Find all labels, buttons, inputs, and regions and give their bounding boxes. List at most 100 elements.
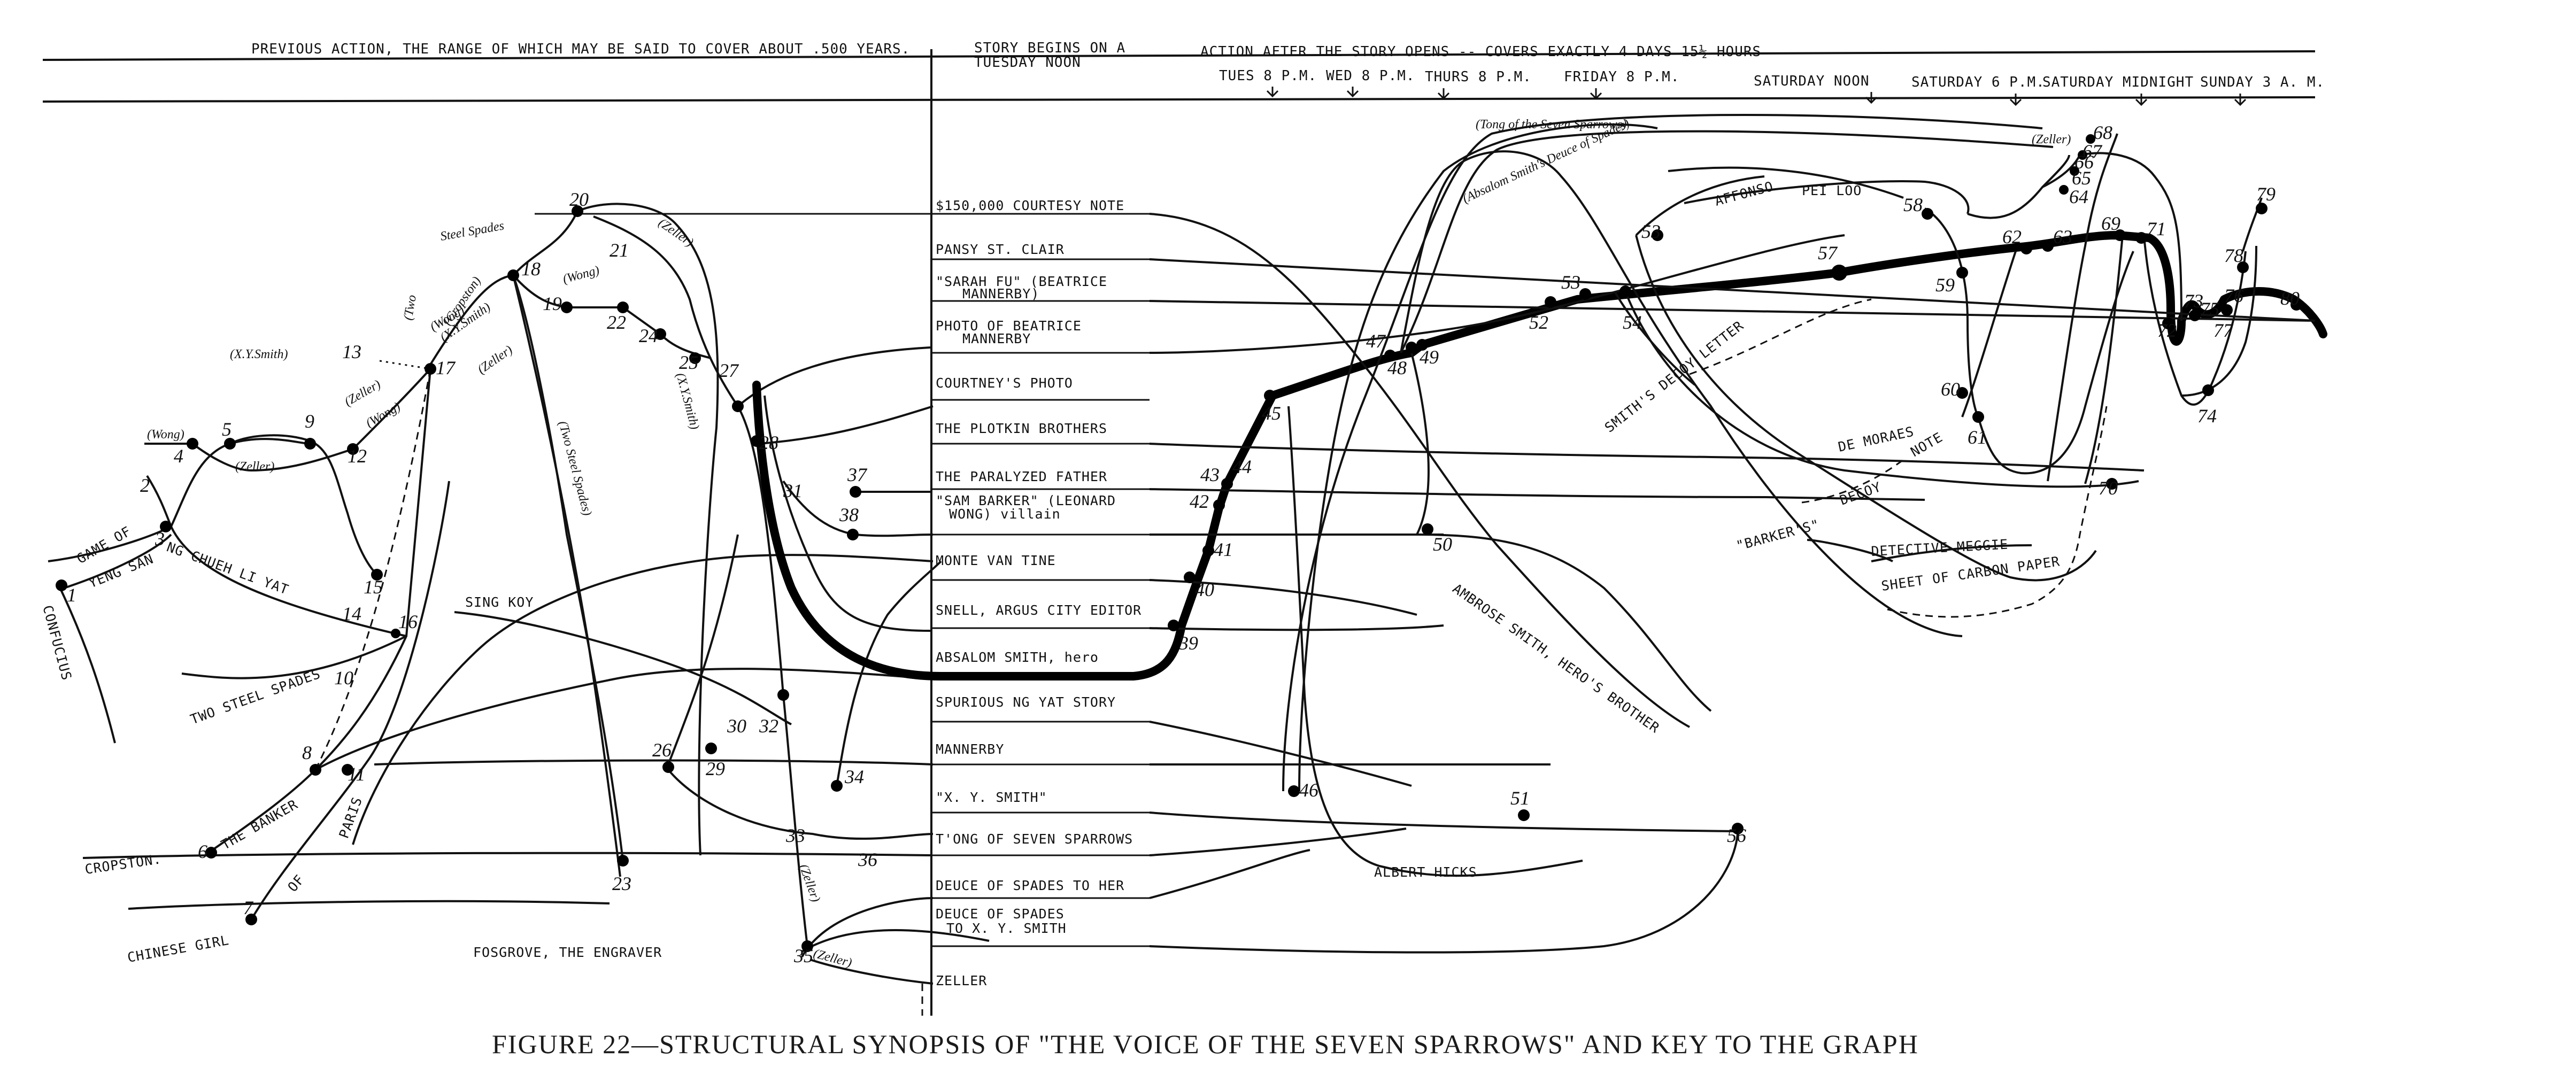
- svg-text:66: 66: [2074, 151, 2094, 173]
- svg-text:CROPSTON.: CROPSTON.: [84, 851, 163, 877]
- svg-text:40: 40: [1195, 579, 1214, 600]
- svg-text:PARIS: PARIS: [336, 795, 365, 840]
- key-monte: MONTE VAN TINE: [936, 553, 1056, 568]
- svg-text:53: 53: [1641, 221, 1661, 242]
- key-snell: SNELL, ARGUS CITY EDITOR: [936, 602, 1142, 618]
- svg-text:37: 37: [847, 464, 868, 485]
- svg-text:50: 50: [1433, 534, 1452, 555]
- svg-text:71: 71: [2147, 218, 2166, 239]
- svg-text:28: 28: [759, 432, 778, 453]
- svg-text:DE MORAES: DE MORAES: [1837, 423, 1915, 454]
- node-numbers: 1 2 3 4 5 6 7 8 9 10 11 12 13 14 15 16 1…: [67, 122, 2300, 967]
- svg-text:12: 12: [348, 445, 367, 467]
- svg-text:(Zeller): (Zeller): [475, 343, 515, 377]
- key-sam-barker: "SAM BARKER" (LEONARD: [936, 493, 1116, 508]
- svg-text:10: 10: [334, 667, 353, 689]
- svg-text:(Tong of the Seven Sparrows): (Tong of the Seven Sparrows): [1476, 118, 1626, 132]
- svg-text:76: 76: [2224, 285, 2243, 306]
- svg-text:(Zeller): (Zeller): [342, 377, 383, 409]
- svg-text:42: 42: [1190, 491, 1209, 512]
- timeline-markers: TUES 8 P.M. WED 8 P.M. THURS 8 P.M. FRID…: [1219, 68, 2325, 106]
- key-paralyzed-father: THE PARALYZED FATHER: [936, 469, 1107, 484]
- svg-text:(X.Y.Smith): (X.Y.Smith): [673, 372, 701, 431]
- svg-text:(Wong): (Wong): [561, 264, 601, 287]
- key-tong: T'ONG OF SEVEN SPARROWS: [936, 831, 1133, 847]
- svg-text:33: 33: [785, 825, 805, 846]
- key-sarah-fu: "SARAH FU" (BEATRICE: [936, 274, 1107, 289]
- svg-text:39: 39: [1178, 632, 1198, 654]
- timeline-thurs: THURS 8 P.M.: [1425, 69, 1532, 85]
- hero-line-absalom-smith: [752, 231, 2327, 681]
- svg-text:53: 53: [1561, 272, 1580, 293]
- svg-text:47: 47: [1366, 330, 1386, 352]
- svg-text:64: 64: [2069, 186, 2088, 207]
- svg-text:6: 6: [198, 841, 207, 862]
- key-absalom: ABSALOM SMITH, hero: [936, 650, 1099, 665]
- svg-text:46: 46: [1299, 779, 1318, 801]
- svg-text:29: 29: [706, 758, 725, 779]
- svg-text:68: 68: [2093, 122, 2112, 143]
- svg-text:26: 26: [652, 739, 672, 761]
- key-deuce-xy: DEUCE OF SPADES: [936, 906, 1065, 922]
- svg-text:27: 27: [719, 360, 739, 381]
- svg-text:62: 62: [2002, 226, 2022, 248]
- svg-text:24: 24: [639, 325, 658, 346]
- svg-text:2: 2: [140, 475, 150, 496]
- svg-text:20: 20: [569, 189, 589, 210]
- svg-text:59: 59: [1935, 274, 1955, 296]
- svg-text:1: 1: [67, 584, 76, 606]
- key-sam-barker-2: WONG) villain: [949, 506, 1061, 522]
- svg-text:34: 34: [844, 766, 864, 787]
- svg-text:5: 5: [222, 419, 232, 440]
- svg-text:(Wong): (Wong): [147, 428, 184, 442]
- svg-text:69: 69: [2101, 213, 2120, 234]
- svg-text:14: 14: [342, 603, 361, 624]
- svg-text:44: 44: [1232, 456, 1252, 477]
- timeline-saturday-midnight: SATURDAY MIDNIGHT: [2042, 74, 2194, 90]
- key-deuce-her: DEUCE OF SPADES TO HER: [936, 878, 1124, 893]
- svg-text:73: 73: [2184, 290, 2203, 312]
- previous-action-label: PREVIOUS ACTION, THE RANGE OF WHICH MAY …: [251, 41, 910, 57]
- story-action-lines: [1149, 114, 2316, 954]
- svg-text:8: 8: [302, 742, 312, 763]
- event-nodes: [56, 134, 2302, 952]
- svg-text:60: 60: [1941, 378, 1960, 400]
- svg-text:74: 74: [2197, 405, 2217, 427]
- svg-text:61: 61: [1968, 427, 1987, 448]
- header-bottom-rule: [42, 96, 2316, 103]
- story-begins-label-2: TUESDAY NOON: [974, 55, 1081, 71]
- svg-text:19: 19: [543, 293, 562, 314]
- svg-text:16: 16: [398, 611, 418, 632]
- svg-text:63: 63: [2053, 226, 2072, 248]
- svg-text:32: 32: [759, 715, 778, 737]
- svg-text:CHINESE GIRL: CHINESE GIRL: [126, 932, 230, 965]
- svg-text:18: 18: [521, 258, 541, 280]
- key-mannerby: MANNERBY: [936, 741, 1004, 757]
- svg-text:22: 22: [607, 312, 626, 333]
- key-photo-beatrice: PHOTO OF BEATRICE: [936, 318, 1082, 334]
- key-zeller: ZELLER: [936, 973, 987, 988]
- svg-text:43: 43: [1200, 464, 1220, 485]
- svg-text:17: 17: [436, 357, 456, 378]
- svg-text:(Zeller): (Zeller): [656, 216, 696, 250]
- action-after-label: ACTION AFTER THE STORY OPENS -- COVERS E…: [1200, 44, 1761, 60]
- svg-text:70: 70: [2099, 477, 2118, 499]
- story-begins-label-1: STORY BEGINS ON A: [974, 40, 1125, 56]
- svg-text:38: 38: [839, 504, 859, 525]
- svg-text:(Wong): (Wong): [364, 400, 403, 430]
- timeline-sunday: SUNDAY 3 A. M.: [2200, 74, 2325, 90]
- svg-text:49: 49: [1420, 346, 1439, 368]
- svg-text:3: 3: [155, 528, 165, 550]
- svg-text:41: 41: [1214, 539, 1233, 560]
- svg-text:AFFONSO: AFFONSO: [1713, 179, 1775, 209]
- key-xy-smith: "X. Y. SMITH": [936, 790, 1047, 805]
- header-top-rule: [42, 50, 2316, 61]
- svg-text:77: 77: [2213, 320, 2234, 341]
- svg-text:(X.Y.Smith): (X.Y.Smith): [230, 347, 288, 361]
- svg-text:78: 78: [2224, 245, 2243, 266]
- svg-text:21: 21: [610, 239, 629, 261]
- svg-text:NG CHUEH LI YAT: NG CHUEH LI YAT: [165, 539, 291, 598]
- svg-text:FOSGROVE, THE ENGRAVER: FOSGROVE, THE ENGRAVER: [473, 945, 662, 960]
- svg-text:PEI LOO: PEI LOO: [1802, 183, 1862, 198]
